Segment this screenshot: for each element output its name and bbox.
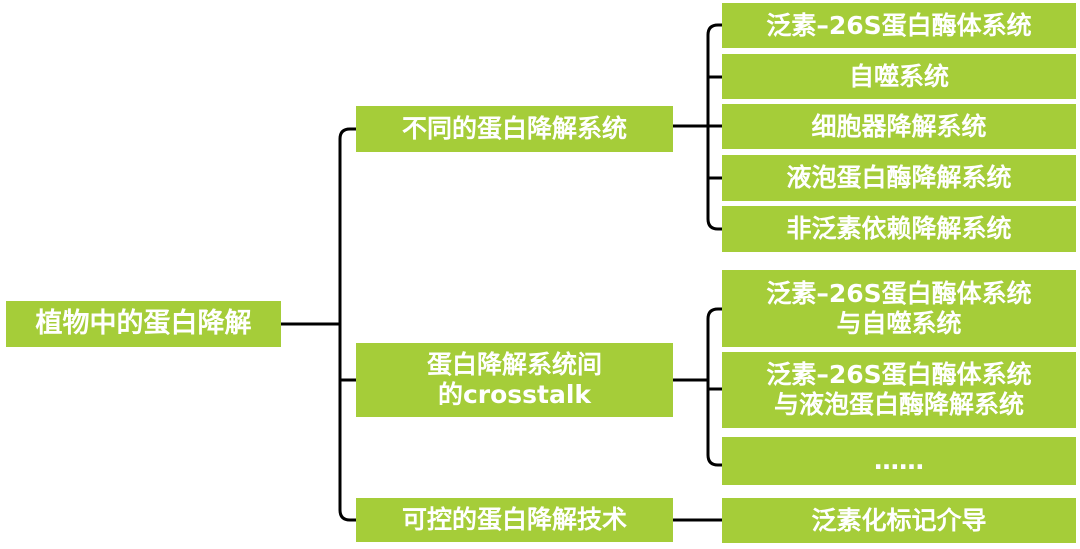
leaf-label: 泛素化标记介导 [811,505,987,535]
leaf-label: 非泛素依赖降解系统 [786,214,1012,243]
root-node: 植物中的蛋白降解 [6,301,281,347]
leaf-label-line2: 与液泡蛋白酶降解系统 [773,390,1024,419]
level1-bracket [338,127,356,522]
branch2-bracket [706,307,722,467]
leaf-ellipsis: …… [722,437,1076,485]
leaf-ubiquitin-proteasome: 泛素–26S蛋白酶体系统 [722,3,1076,48]
leaf-label: …… [874,446,924,475]
leaf-ubiquitin-independent: 非泛素依赖降解系统 [722,206,1076,252]
leaf-label: 液泡蛋白酶降解系统 [786,163,1012,192]
branch-controllable-tech: 可控的蛋白降解技术 [356,498,673,542]
branch-crosstalk: 蛋白降解系统间 的crosstalk [356,343,673,417]
leaf-label: 泛素–26S蛋白酶体系统 [766,10,1032,40]
leaf-label: 细胞器降解系统 [811,111,987,141]
leaf-label-line1: 泛素–26S蛋白酶体系统 [766,360,1032,389]
leaf-vacuolar-protease: 液泡蛋白酶降解系统 [722,155,1076,201]
leaf-crosstalk-vacuolar: 泛素–26S蛋白酶体系统 与液泡蛋白酶降解系统 [722,352,1076,428]
root-label: 植物中的蛋白降解 [35,307,252,339]
leaf-label-line1: 泛素–26S蛋白酶体系统 [766,278,1032,308]
leaf-label-line2: 与自噬系统 [836,308,962,338]
leaf-ubiquitin-tagging: 泛素化标记介导 [722,498,1076,543]
leaf-organelle-degradation: 细胞器降解系统 [722,104,1076,149]
leaf-label: 自噬系统 [848,61,949,91]
leaf-autophagy: 自噬系统 [722,54,1076,99]
branch-label: 可控的蛋白降解技术 [401,505,627,534]
branch-degradation-systems: 不同的蛋白降解系统 [356,106,673,152]
leaf-crosstalk-autophagy: 泛素–26S蛋白酶体系统 与自噬系统 [722,270,1076,347]
branch-label-line2: 的crosstalk [437,380,592,409]
branch-label-line1: 蛋白降解系统间 [426,350,602,379]
branch-label: 不同的蛋白降解系统 [401,114,627,143]
